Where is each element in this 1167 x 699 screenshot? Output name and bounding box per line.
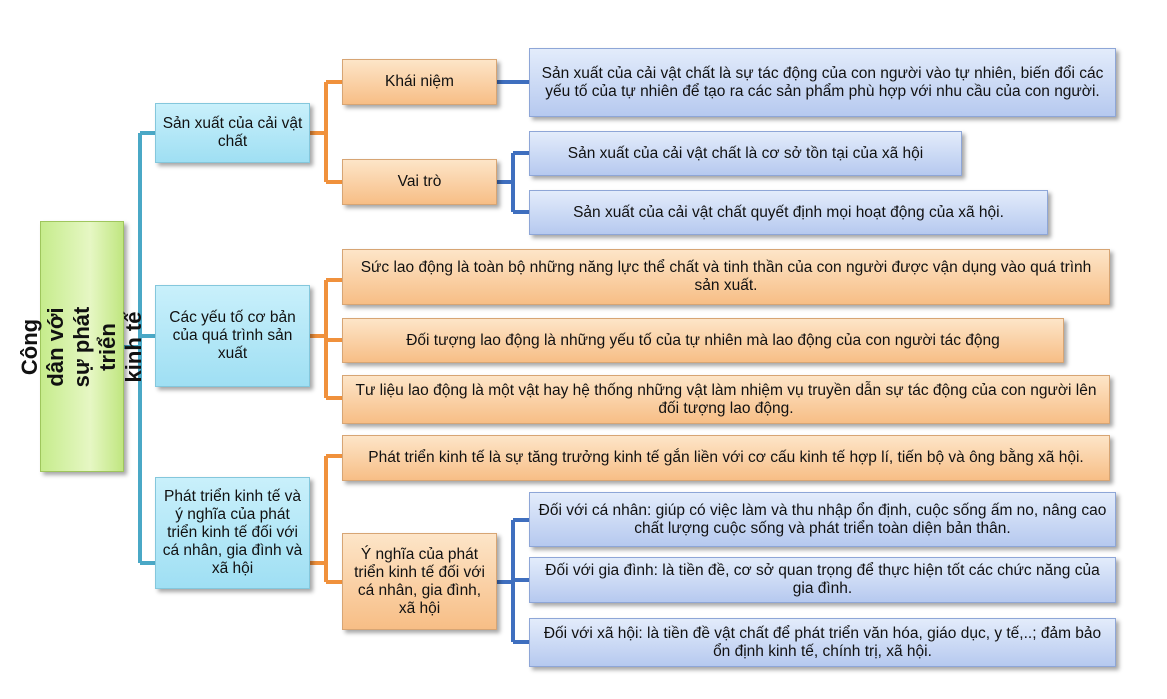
meaning-individual: Đối với cá nhân: giúp có việc làm và thu… xyxy=(529,492,1116,547)
meaning-society: Đối với xã hội: là tiền đề vật chất để p… xyxy=(529,618,1116,667)
factor-labor-power-text: Sức lao động là toàn bộ những năng lực t… xyxy=(360,259,1092,294)
detail-concept-text: Sản xuất của cải vật chất là sự tác động… xyxy=(541,64,1104,100)
detail-concept: Sản xuất của cải vật chất là sự tác động… xyxy=(529,48,1116,117)
node-role-label: Vai trò xyxy=(397,173,442,190)
node-meaning: Ý nghĩa của phát triển kinh tế đối với c… xyxy=(342,533,497,630)
meaning-individual-text: Đối với cá nhân: giúp có việc làm và thu… xyxy=(538,501,1107,537)
factor-labor-object: Đối tượng lao động là những yếu tố của t… xyxy=(342,318,1064,363)
root-title: Công dân với sự phát triển kinh tế xyxy=(17,306,146,387)
node-concept: Khái niệm xyxy=(342,59,497,105)
factor-labor-means-text: Tư liệu lao động là một vật hay hệ thống… xyxy=(355,381,1097,417)
node-role: Vai trò xyxy=(342,159,497,205)
meaning-family-text: Đối với gia đình: là tiền đề, cơ sở quan… xyxy=(545,562,1100,597)
detail-role-1: Sản xuất của cải vật chất là cơ sở tồn t… xyxy=(529,131,962,176)
meaning-family: Đối với gia đình: là tiền đề, cơ sở quan… xyxy=(529,557,1116,603)
development-concept: Phát triển kinh tế là sự tăng trưởng kin… xyxy=(342,435,1110,481)
branch-factors-label: Các yếu tố cơ bản của quá trình sản xuất xyxy=(169,309,296,362)
factor-labor-power: Sức lao động là toàn bộ những năng lực t… xyxy=(342,249,1110,305)
detail-connectors xyxy=(497,80,529,644)
development-concept-text: Phát triển kinh tế là sự tăng trưởng kin… xyxy=(368,449,1084,466)
branch-connectors xyxy=(310,80,342,584)
branch-production: Sản xuất của cải vật chất xyxy=(155,103,310,163)
branch-development-label: Phát triển kinh tế và ý nghĩa của phát t… xyxy=(162,488,303,577)
branch-development: Phát triển kinh tế và ý nghĩa của phát t… xyxy=(155,477,310,589)
detail-role-1-text: Sản xuất của cải vật chất là cơ sở tồn t… xyxy=(567,144,924,162)
node-concept-label: Khái niệm xyxy=(385,73,454,90)
branch-production-label: Sản xuất của cải vật chất xyxy=(162,115,303,150)
root-node: Công dân với sự phát triển kinh tế xyxy=(17,221,146,472)
detail-role-2: Sản xuất của cải vật chất quyết định mọi… xyxy=(529,190,1048,235)
detail-role-2-text: Sản xuất của cải vật chất quyết định mọi… xyxy=(573,203,1004,221)
factor-labor-means: Tư liệu lao động là một vật hay hệ thống… xyxy=(342,375,1110,424)
factor-labor-object-text: Đối tượng lao động là những yếu tố của t… xyxy=(406,331,1000,349)
root-connectors xyxy=(124,131,155,565)
branch-factors: Các yếu tố cơ bản của quá trình sản xuất xyxy=(155,285,310,387)
node-meaning-label: Ý nghĩa của phát triển kinh tế đối với c… xyxy=(354,545,485,617)
meaning-society-text: Đối với xã hội: là tiền đề vật chất để p… xyxy=(543,624,1102,660)
